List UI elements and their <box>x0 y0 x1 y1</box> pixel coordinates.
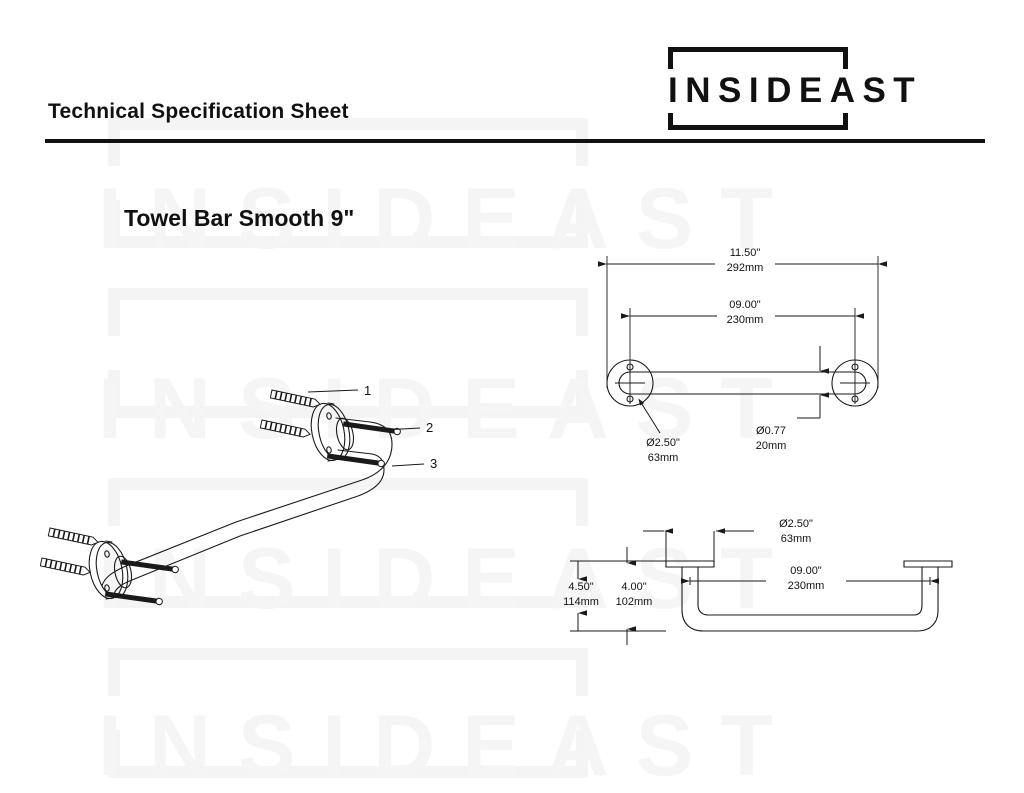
dim-side-flange-diameter-metric: 63mm <box>781 533 812 545</box>
dim-span-length-imperial: 09.00" <box>790 565 822 577</box>
dim-flange-diameter-imperial: Ø2.50" <box>646 437 680 449</box>
callout-3-label: 3 <box>430 456 437 471</box>
dim-overall-length-metric: 292mm <box>727 262 764 274</box>
dim-span-length-metric: 230mm <box>788 580 825 592</box>
dim-center-to-center-metric: 230mm <box>727 314 764 326</box>
top-plan-drawing: 11.50" 292mm 09.00" 230mm Ø2.50" 63mm Ø0… <box>598 247 887 464</box>
product-title: Towel Bar Smooth 9" <box>124 205 355 231</box>
exploded-isometric-drawing: 1 2 3 <box>40 383 437 606</box>
dim-side-flange-diameter-imperial: Ø2.50" <box>779 518 813 530</box>
dim-center-to-center-imperial: 09.00" <box>729 299 761 311</box>
dim-overall-length-imperial: 11.50" <box>730 247 761 259</box>
dim-projection-depth-metric: 102mm <box>616 596 653 608</box>
dim-overall-depth-imperial: 4.50" <box>568 581 593 593</box>
dim-overall-depth-metric: 114mm <box>563 596 599 608</box>
dim-flange-diameter-metric: 63mm <box>648 452 679 464</box>
brand-logo: INSIDEAST <box>668 47 960 135</box>
dim-tube-diameter-metric: 20mm <box>756 440 787 452</box>
callout-1-label: 1 <box>364 383 371 398</box>
dim-tube-diameter-imperial: Ø0.77 <box>756 425 786 437</box>
logo-wordmark: INSIDEAST <box>668 69 960 113</box>
logo-bracket-icon <box>668 47 848 130</box>
dim-projection-depth-imperial: 4.00" <box>621 581 646 593</box>
callout-2-label: 2 <box>426 420 433 435</box>
page-title: Technical Specification Sheet <box>48 100 349 123</box>
side-elevation-drawing: 4.50" 114mm 4.00" 102mm Ø2.50" 63mm <box>563 518 953 645</box>
svg-text:INSIDEAST: INSIDEAST <box>98 698 800 793</box>
header-divider <box>45 139 985 143</box>
